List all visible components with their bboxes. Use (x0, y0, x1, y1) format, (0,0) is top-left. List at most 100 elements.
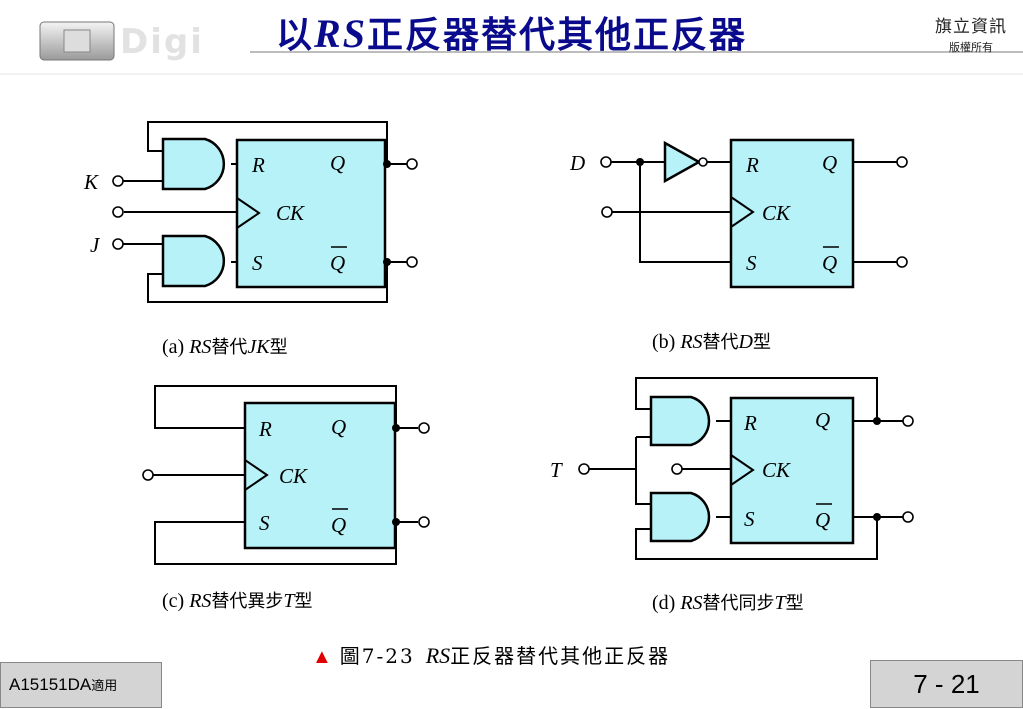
caption-a-suffix: 型 (269, 337, 288, 358)
terminal-c-q (418, 422, 430, 434)
label-a-k: K (83, 170, 99, 194)
rs-block-c (243, 401, 397, 550)
label-a-s: S (252, 251, 263, 275)
clock-triangle-d (730, 454, 755, 486)
header-decoration (0, 21, 1023, 75)
junction-b-d (636, 158, 644, 166)
label-a-j: J (90, 233, 101, 257)
terminal-a-ck (112, 206, 124, 218)
label-d-t: T (550, 458, 563, 482)
label-b-r: R (745, 153, 759, 177)
caption-c: (c) RS替代異步T型 (162, 587, 313, 613)
and-gate-a-top (161, 137, 226, 191)
and-gate-d-top (649, 395, 711, 447)
title-prefix: 以 (276, 14, 315, 56)
diagram-b-d: R S Q Q CK D (569, 138, 908, 289)
feedback-a-bottom (147, 262, 388, 303)
not-gate-b (663, 140, 702, 184)
and-gate-a-bottom (161, 234, 226, 288)
caption-d-type: T (774, 592, 786, 614)
label-b-qbar: Q (822, 251, 837, 275)
caption-d-mid: 替代同步 (702, 593, 775, 614)
caption-c-suffix: 型 (294, 591, 313, 612)
terminal-a-j (112, 238, 124, 250)
course-suffix: 適用 (91, 679, 118, 694)
caption-d-suffix: 型 (785, 593, 804, 614)
not-bubble-b (698, 157, 708, 167)
clock-triangle-b (730, 196, 755, 228)
clock-triangle-c (244, 459, 269, 491)
label-c-s: S (259, 511, 270, 535)
diagram-a-jk: R S Q Q CK K J (83, 121, 418, 303)
caption-c-prefix: (c) (162, 590, 190, 612)
figure-caption-rs: RS (425, 643, 451, 668)
caption-a-prefix: (a) (162, 336, 190, 358)
label-a-q: Q (330, 151, 345, 175)
rs-block-b (729, 138, 855, 289)
terminal-a-k (112, 175, 124, 187)
title-rs: RS (314, 11, 367, 56)
rs-block-a (235, 138, 387, 289)
junction-c-qbar (392, 518, 400, 526)
terminal-b-ck (601, 206, 613, 218)
header-band: Digi 以RS正反器替代其他正反器 旗立資訊 版權所有 (0, 0, 1023, 78)
feedback-c-bottom (154, 521, 397, 565)
feedback-d-top (635, 377, 878, 421)
figure-caption: ▲ 圖7-23 RS正反器替代其他正反器 (312, 640, 670, 669)
publisher-name: 旗立資訊 (935, 17, 1007, 37)
terminal-d-t (578, 463, 590, 475)
label-b-ck: CK (762, 201, 791, 225)
caption-c-rs: RS (189, 590, 212, 612)
terminal-c-ck (142, 469, 154, 481)
terminal-a-qbar (406, 256, 418, 268)
page-title: 以RS正反器替代其他正反器 (0, 6, 1023, 58)
caption-b: (b) RS替代D型 (652, 328, 771, 354)
caption-b-rs: RS (680, 331, 703, 353)
caption-b-prefix: (b) (652, 331, 681, 353)
title-suffix: 正反器替代其他正反器 (366, 14, 747, 56)
label-a-r: R (251, 153, 265, 177)
feedback-a-top (147, 121, 388, 164)
junction-d-qbar (873, 513, 881, 521)
label-d-qbar: Q (815, 508, 830, 532)
terminal-b-qbar (896, 256, 908, 268)
label-b-s: S (746, 251, 757, 275)
label-b-q: Q (822, 151, 837, 175)
label-c-r: R (258, 417, 272, 441)
figure-caption-text: 正反器替代其他正反器 (450, 644, 671, 668)
caption-a-type: JK (247, 336, 270, 358)
label-d-q: Q (815, 408, 830, 432)
terminal-c-qbar (418, 516, 430, 528)
course-code-badge: A15151DA適用 (0, 662, 162, 708)
caption-d-rs: RS (680, 592, 703, 614)
junction-a-qbar (383, 258, 391, 266)
and-gate-d-bottom (649, 491, 711, 543)
caption-a-rs: RS (189, 336, 212, 358)
terminal-a-q (406, 158, 418, 170)
caption-a: (a) RS替代JK型 (162, 333, 288, 359)
diagram-d-sync-t: R S Q Q CK T (550, 377, 914, 560)
diagram-c-async-t: R S Q Q CK (142, 385, 430, 565)
wire-b-s (639, 162, 731, 263)
junction-c-q (392, 424, 400, 432)
caption-d: (d) RS替代同步T型 (652, 589, 804, 615)
label-d-r: R (743, 411, 757, 435)
clock-triangle-a (236, 197, 261, 229)
terminal-b-d (600, 156, 612, 168)
caption-b-suffix: 型 (753, 332, 771, 353)
junction-d-q (873, 417, 881, 425)
caption-b-mid: 替代 (702, 332, 739, 353)
caption-c-mid: 替代異步 (211, 591, 284, 612)
figure-number: 圖7-23 (339, 644, 415, 668)
caption-b-type: D (738, 331, 753, 353)
triangle-marker-icon: ▲ (312, 646, 332, 668)
label-d-ck: CK (762, 458, 791, 482)
junction-a-q (383, 160, 391, 168)
rs-block-d (729, 396, 855, 545)
terminal-d-ck (671, 463, 683, 475)
label-b-d: D (569, 151, 585, 175)
caption-d-prefix: (d) (652, 592, 681, 614)
chip-icon (39, 21, 115, 61)
caption-c-type: T (283, 590, 295, 612)
